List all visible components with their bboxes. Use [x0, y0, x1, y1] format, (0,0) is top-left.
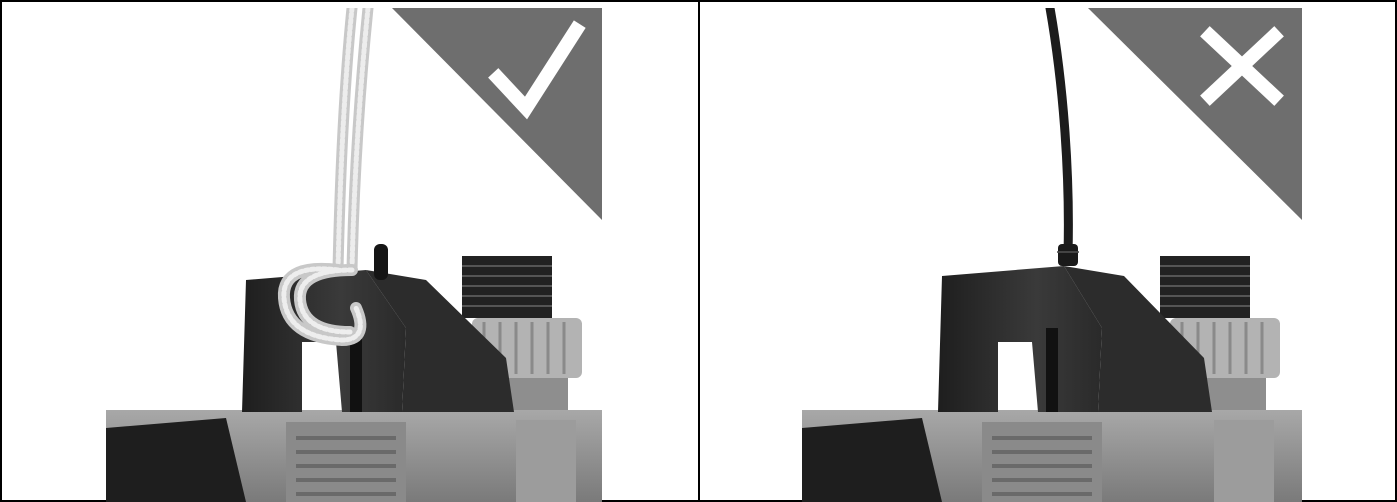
pump-body: [106, 410, 602, 502]
incorrect-usage-illustration: [802, 8, 1302, 502]
incorrect-panel-cell: [698, 0, 1397, 502]
power-cable: [1050, 8, 1078, 266]
pump-body: [802, 410, 1302, 502]
correct-usage-illustration: [106, 8, 602, 502]
correct-panel-cell: [0, 0, 700, 502]
